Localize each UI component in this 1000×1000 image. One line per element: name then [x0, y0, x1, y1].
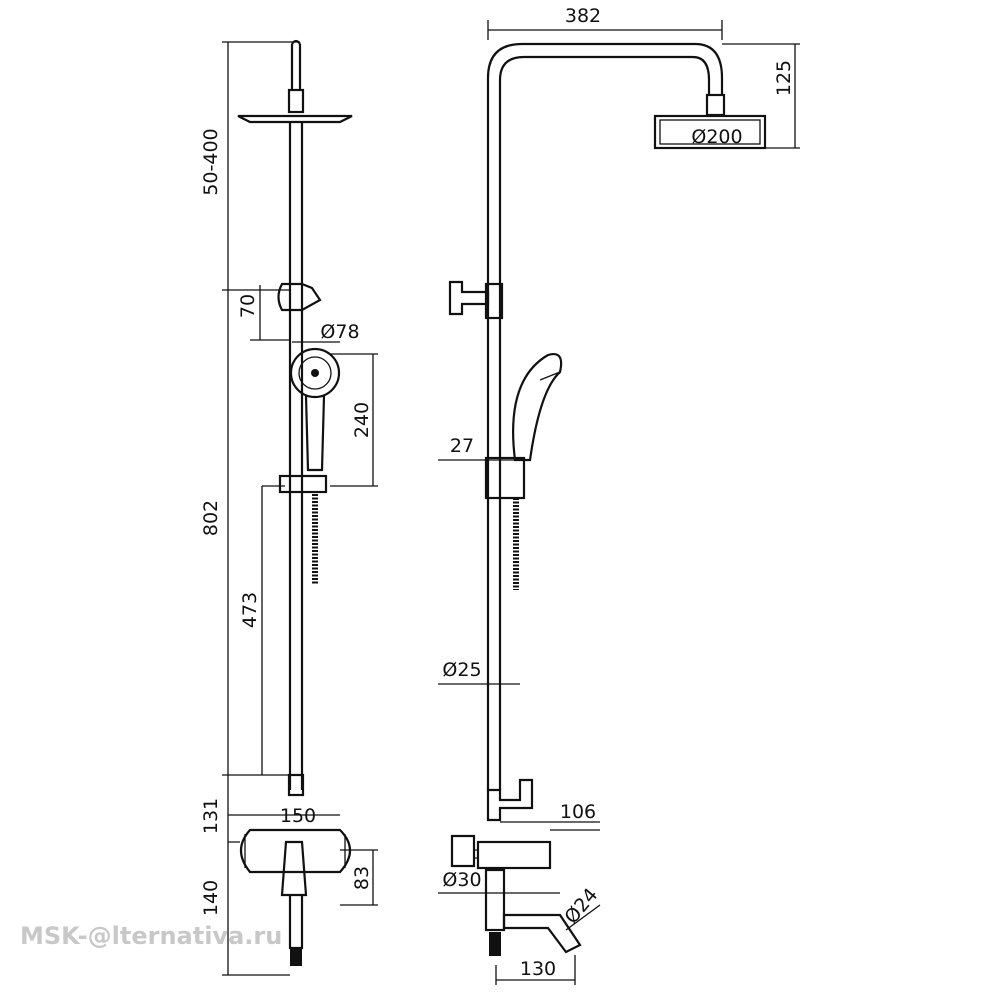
hand-shower-handle: [304, 395, 326, 472]
spout-side: [502, 913, 582, 954]
rain-head-inner: [659, 119, 761, 145]
dim-mixer-depth: 106: [560, 801, 596, 823]
spout-front: [288, 895, 304, 950]
mixer-caps: [244, 834, 346, 868]
mixer-knob-side: [450, 834, 476, 868]
diverter-side: [486, 778, 534, 822]
mixer-connector: [287, 773, 305, 797]
dimension-labels: 382 125 Ø200 50-400 70 Ø78 240 27 802 47…: [200, 5, 795, 980]
mixer-stem-side: [484, 868, 506, 932]
hand-shower-side: [512, 353, 563, 462]
dim-hand-diameter: Ø78: [320, 321, 359, 343]
shower-head-front: [237, 114, 353, 124]
dim-spout-height: 83: [351, 866, 373, 890]
holder-dimline: [261, 485, 285, 775]
spout-height-dimline: [340, 849, 378, 906]
bracket-dimline: [250, 285, 290, 341]
dim-pipe-diameter: Ø25: [442, 659, 481, 681]
hand-shower-ring: [298, 356, 332, 390]
dim-body-height: 140: [200, 880, 222, 916]
head-nut-side: [705, 93, 726, 117]
spout-reach-dimline: [495, 955, 576, 985]
arm-outer: [486, 42, 724, 790]
hand-shower-center: [311, 369, 319, 377]
hand-diameter-dimline: [289, 341, 340, 360]
hand-holder-side: [484, 456, 526, 500]
bracket-clamp: [484, 282, 504, 320]
dim-pipe-offset: 27: [450, 435, 474, 457]
watermark-text: MSK-@lternativa.ru: [20, 922, 282, 950]
front-view: [237, 39, 353, 966]
dim-width: 382: [565, 5, 601, 27]
dim-hand-length: 240: [351, 402, 373, 438]
dim-adjust-range: 50-400: [200, 128, 222, 195]
dim-outlet-diameter: Ø30: [442, 869, 481, 891]
spout-tip-front: [290, 948, 302, 966]
wall-bracket-knob: [448, 280, 490, 316]
side-dimensions: [438, 20, 800, 985]
width-dimline: [487, 20, 723, 40]
side-view: [448, 42, 767, 956]
mixer-body-front: [239, 828, 352, 874]
dim-head-diameter: Ø200: [691, 126, 742, 148]
hand-shower-face: [289, 347, 341, 399]
top-stub: [290, 39, 302, 90]
hand-length-dimline: [330, 353, 378, 487]
spout-base: [489, 932, 501, 956]
knob-stem: [474, 849, 478, 859]
mixer-depth-dimline: [500, 821, 600, 831]
dim-arm-height: 125: [773, 60, 795, 96]
dim-total-height: 802: [200, 500, 222, 536]
hand-holder-front: [278, 474, 328, 494]
arm-height-dimline: [722, 43, 800, 149]
mixer-body-side: [476, 840, 552, 870]
front-dimensions: [222, 41, 378, 976]
dim-bracket: 70: [237, 294, 259, 318]
head-nut: [287, 88, 305, 114]
main-pipe-front: [288, 122, 304, 790]
dim-mixer-height: 131: [200, 798, 222, 834]
watermark: MSK-@lternativa.ru: [20, 922, 282, 950]
rain-head: [653, 114, 767, 150]
dim-spout-diameter: Ø24: [560, 884, 602, 928]
mixer-dimlines: [228, 814, 340, 843]
mixer-lever-front: [280, 840, 308, 897]
dim-holder-height: 473: [239, 592, 261, 628]
spout-diameter-dimline: [565, 904, 601, 931]
wall-bracket-front: [277, 282, 322, 312]
hand-shower-face-side: [539, 371, 561, 381]
dim-mixer-width: 150: [280, 805, 316, 827]
dim-spout-reach: 130: [520, 958, 556, 980]
front-ext-lines: [222, 41, 300, 976]
arm-inner: [498, 55, 711, 790]
